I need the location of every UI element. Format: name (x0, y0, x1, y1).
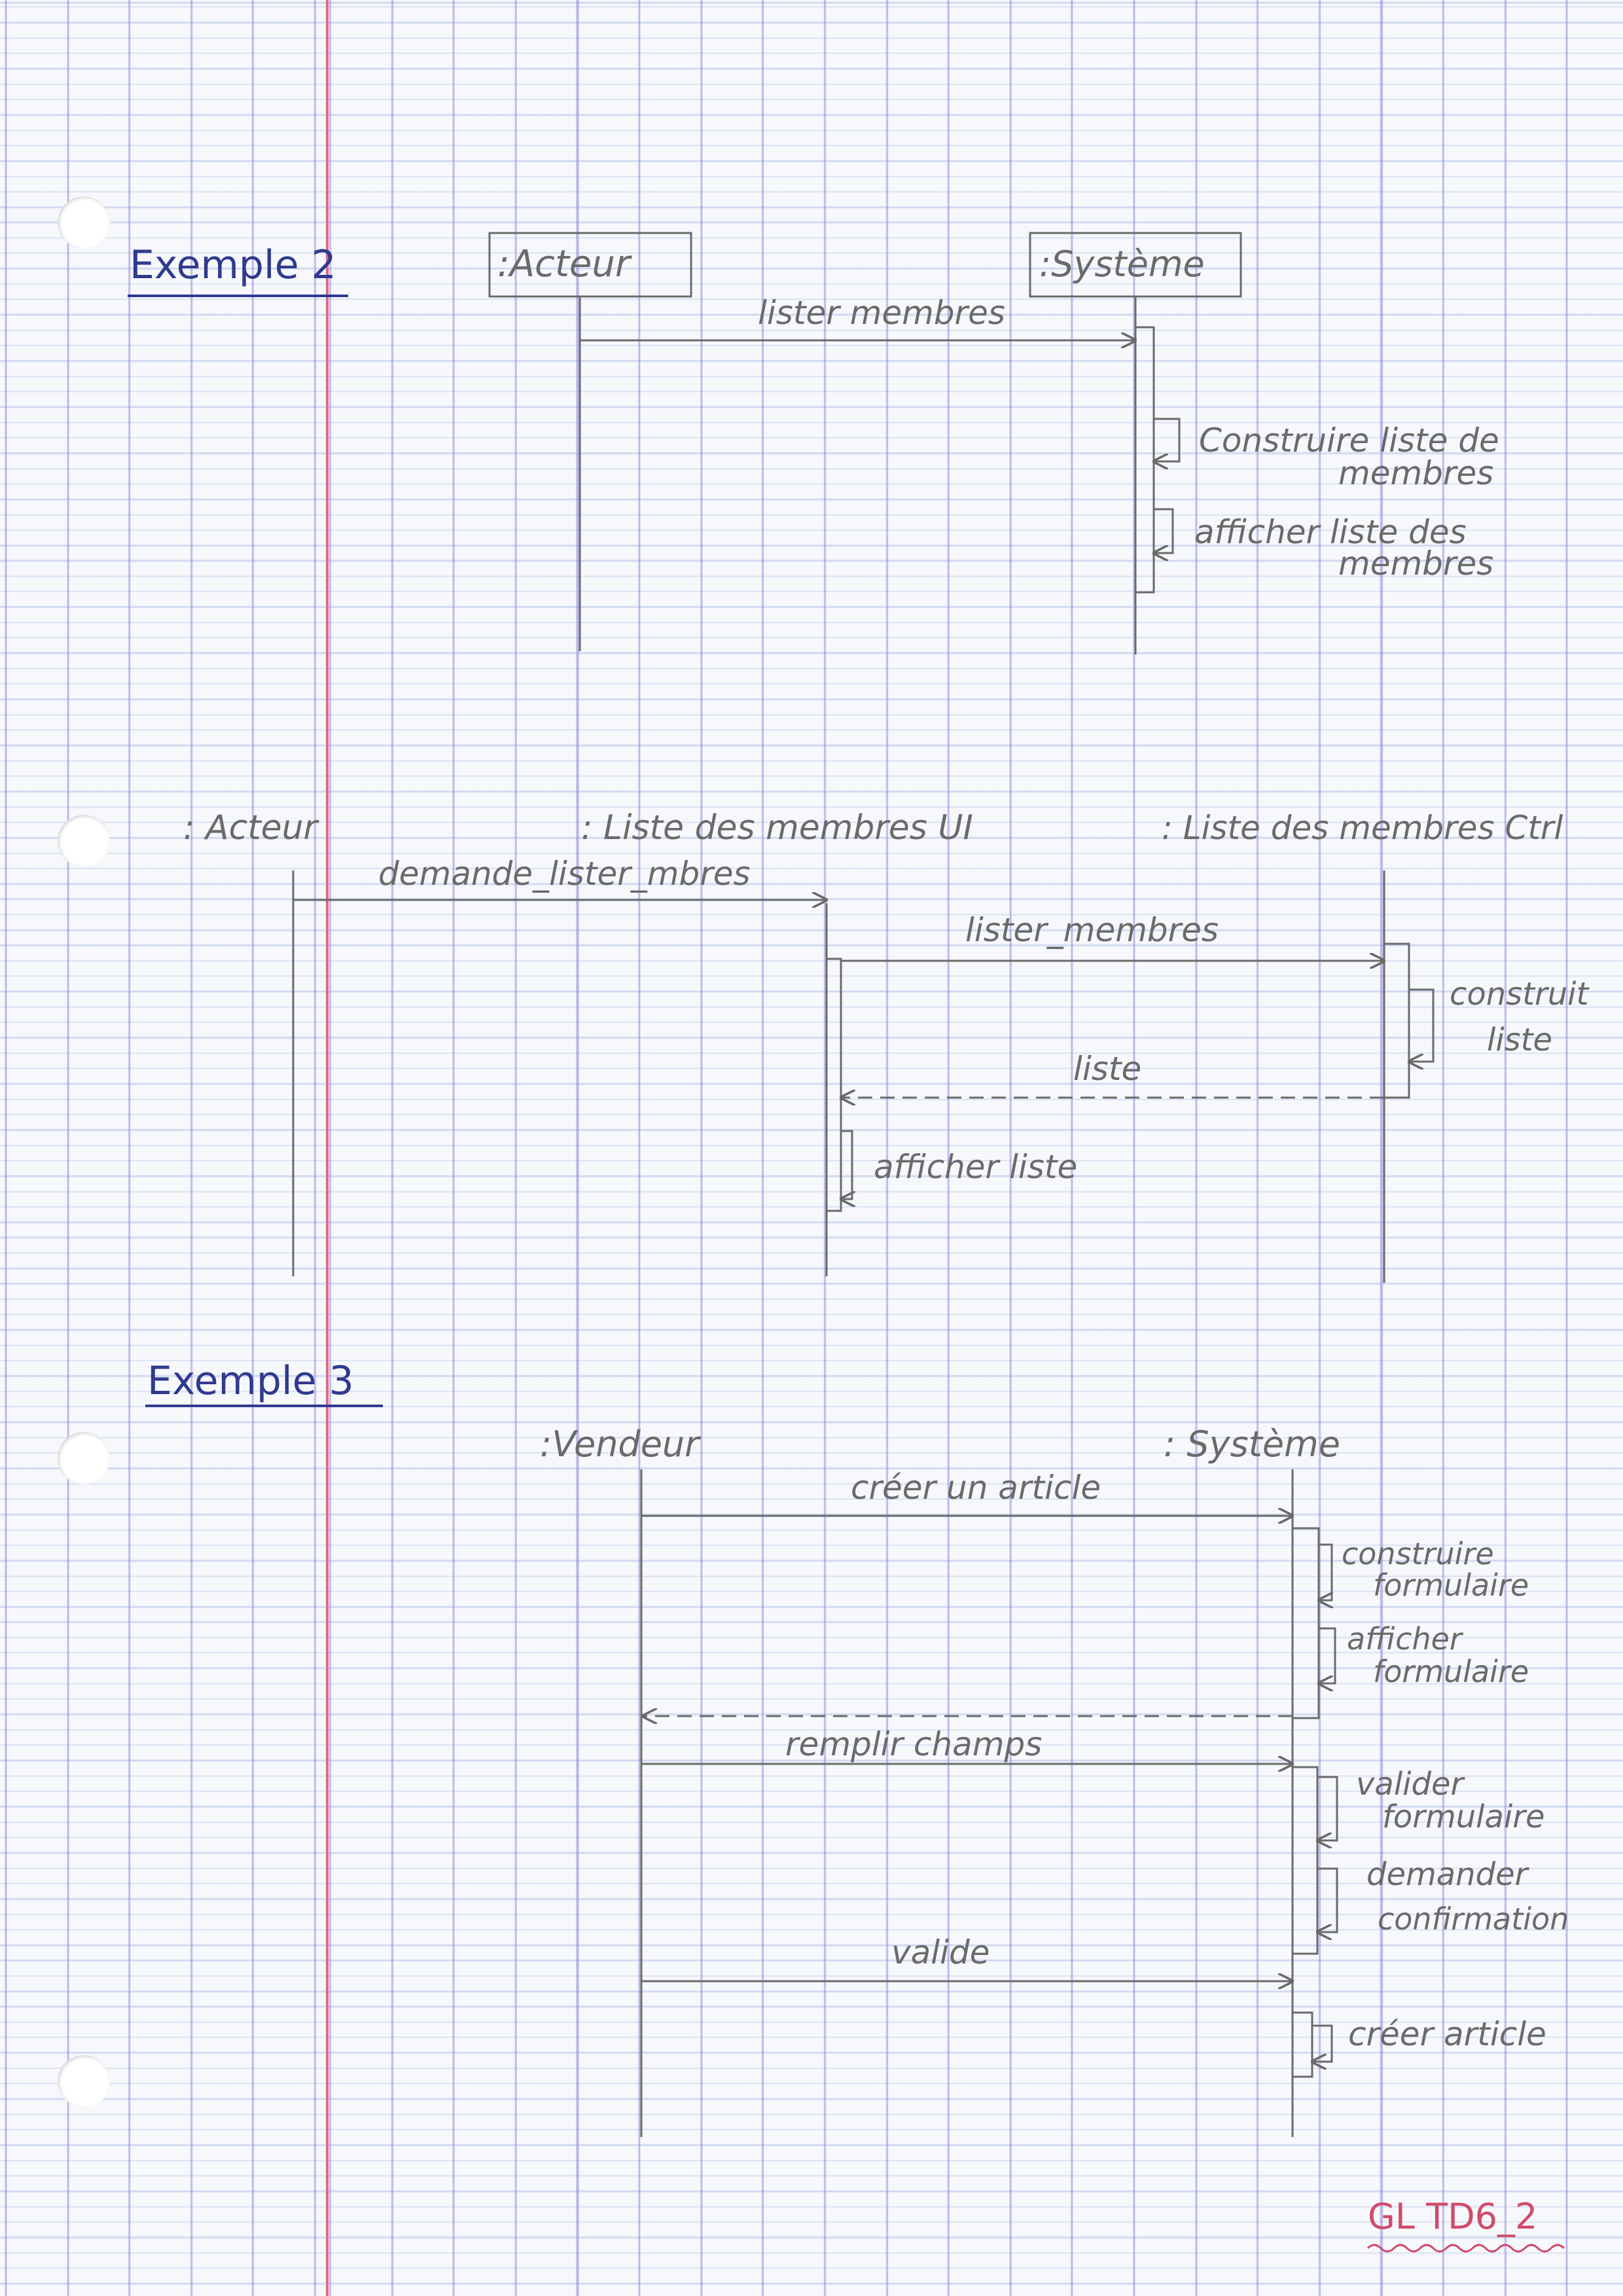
punch-hole (58, 2055, 110, 2108)
self-message-arrow (1312, 2024, 1333, 2062)
self-message-arrow (1154, 418, 1181, 461)
self-message-label: membres (1338, 545, 1493, 583)
self-message-label: formulaire (1373, 1568, 1529, 1603)
punch-hole (58, 196, 110, 249)
self-message-label: formulaire (1373, 1654, 1529, 1689)
system-activation (1134, 326, 1155, 594)
system-label: :Système (1039, 243, 1205, 285)
message-label: demande_lister_mbres (378, 855, 751, 893)
message-label: lister membres (758, 294, 1005, 332)
actor-label: : Acteur (183, 808, 320, 848)
margin-line (326, 0, 329, 2296)
ctrl-activation (1383, 942, 1410, 1099)
message-label: créer un article (851, 1469, 1101, 1507)
system-label: : Système (1164, 1424, 1340, 1465)
self-message-arrow (1317, 1867, 1338, 1932)
ctrl-label: : Liste des membres Ctrl (1162, 809, 1563, 847)
system-activation (1291, 2011, 1313, 2078)
punch-hole (58, 815, 110, 867)
self-message-label: valider (1356, 1766, 1465, 1803)
example-3-title: Exemple 3 (147, 1358, 354, 1404)
self-message-label: construire (1342, 1536, 1494, 1571)
ui-label: : Liste des membres UI (581, 808, 973, 848)
footer-tag: GL TD6_2 (1366, 2196, 1565, 2253)
self-message-label: membres (1338, 454, 1493, 492)
self-message-arrow (841, 1130, 852, 1199)
self-message-label: demander (1366, 1856, 1530, 1893)
return-label: liste (1073, 1050, 1141, 1088)
actor-label: :Vendeur (540, 1424, 701, 1465)
self-message-label: créer article (1348, 2015, 1546, 2053)
self-message-label: afficher (1347, 1621, 1464, 1657)
actor-label: :Acteur (497, 243, 632, 285)
example-2-detailed: : Acteur : Liste des membres UI : Liste … (183, 808, 1590, 1283)
self-message-arrow (1317, 1776, 1338, 1840)
self-message-arrow (1319, 1543, 1332, 1600)
punch-hole (58, 1432, 110, 1484)
message-label: lister_membres (965, 911, 1219, 949)
system-activation (1291, 1527, 1320, 1719)
example-2: Exemple 2 :Acteur :Système lister membre… (128, 232, 1499, 655)
self-message-arrow (1319, 1627, 1336, 1683)
self-message-arrow (1409, 988, 1435, 1062)
example-3: Exemple 3 :Vendeur : Système créer un ar… (145, 1358, 1569, 2137)
self-message-arrow (1154, 508, 1174, 553)
self-message-label: Construire liste de (1199, 422, 1499, 459)
self-message-label: confirmation (1378, 1901, 1569, 1937)
self-message-label: formulaire (1382, 1799, 1545, 1835)
self-message-label: afficher liste des (1194, 513, 1467, 551)
footer-label: GL TD6_2 (1368, 2196, 1537, 2237)
actor-box (488, 232, 692, 298)
ui-activation (825, 958, 842, 1212)
self-message-label: construit (1450, 976, 1590, 1013)
example-2-title: Exemple 2 (130, 242, 336, 288)
message-label: remplir champs (785, 1725, 1042, 1763)
self-message-label: afficher liste (874, 1148, 1077, 1186)
footer-wavy-underline (1366, 2244, 1565, 2253)
self-message-label: liste (1487, 1022, 1552, 1058)
message-label: valide (891, 1933, 990, 1971)
system-activation (1291, 1766, 1319, 1955)
